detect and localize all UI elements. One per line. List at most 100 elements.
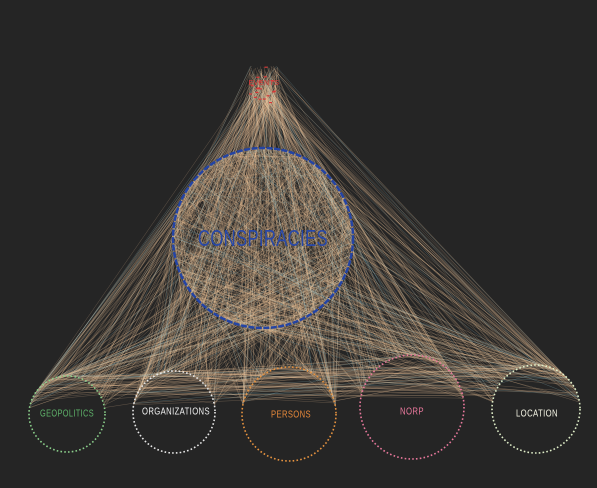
- edge: [211, 311, 556, 370]
- edge: [177, 267, 312, 315]
- edge: [242, 325, 401, 357]
- edge: [173, 168, 322, 228]
- edge: [89, 97, 262, 384]
- edge: [50, 319, 301, 380]
- edge: [346, 270, 371, 377]
- edge: [75, 368, 303, 378]
- edge: [254, 92, 464, 398]
- edge: [137, 278, 183, 393]
- edge: [90, 370, 172, 385]
- edge: [142, 86, 278, 386]
- edge: [333, 182, 341, 285]
- edge: [286, 217, 351, 368]
- edge: [239, 171, 325, 325]
- edge: [259, 147, 580, 402]
- edge: [250, 82, 463, 395]
- cluster-norp[interactable]: NORP: [359, 354, 465, 460]
- edge: [205, 306, 245, 327]
- edge: [194, 179, 342, 283]
- edge: [269, 96, 494, 400]
- edge: [177, 243, 353, 372]
- edge: [299, 155, 362, 397]
- edge: [206, 308, 262, 377]
- edge: [221, 157, 332, 180]
- edge: [209, 372, 267, 392]
- edge: [173, 179, 332, 226]
- edge: [172, 237, 542, 366]
- edge: [344, 200, 501, 384]
- edge: [272, 79, 275, 370]
- hub-label-events: EVENTS: [248, 80, 279, 87]
- hub-events[interactable]: EVENTS: [248, 66, 279, 104]
- edge: [263, 81, 273, 329]
- edge: [134, 173, 327, 400]
- edge: [180, 201, 518, 370]
- edge: [402, 355, 570, 381]
- edge: [275, 96, 354, 235]
- edge: [59, 75, 276, 377]
- edge: [168, 88, 252, 372]
- edge: [178, 161, 311, 207]
- edge: [261, 76, 561, 373]
- edge: [141, 232, 174, 388]
- edge: [265, 147, 551, 368]
- edge: [172, 200, 182, 243]
- edge: [336, 289, 573, 385]
- edge: [173, 228, 243, 326]
- edge: [183, 196, 257, 328]
- edge: [242, 101, 270, 406]
- edge: [245, 279, 343, 327]
- edge: [239, 150, 343, 281]
- edge: [314, 164, 370, 378]
- edge: [205, 385, 577, 393]
- edge: [80, 254, 352, 379]
- cluster-organizations[interactable]: ORGANIZATIONS: [132, 370, 216, 454]
- edge: [285, 150, 524, 367]
- edge: [274, 69, 399, 357]
- edge: [184, 282, 554, 369]
- edge: [184, 281, 292, 324]
- edge: [209, 86, 276, 311]
- edge: [196, 177, 209, 390]
- edge: [177, 148, 275, 266]
- edge: [256, 220, 352, 381]
- edge: [175, 154, 230, 262]
- edge: [243, 74, 277, 403]
- edge: [259, 148, 311, 373]
- edge: [88, 278, 344, 383]
- edge: [174, 148, 271, 219]
- cluster-persons[interactable]: PERSONS: [241, 366, 337, 462]
- edge: [259, 147, 364, 390]
- edge: [292, 322, 580, 400]
- edge: [342, 196, 375, 372]
- edge: [287, 151, 494, 399]
- edge: [250, 190, 340, 328]
- edge: [247, 292, 335, 393]
- edge: [266, 372, 373, 374]
- edge: [188, 322, 294, 374]
- edge: [213, 316, 219, 404]
- edge: [197, 299, 457, 381]
- edge: [179, 181, 334, 204]
- edge: [203, 205, 348, 306]
- edge: [297, 320, 379, 368]
- edge: [264, 327, 423, 357]
- edge: [174, 219, 292, 324]
- edge: [134, 238, 354, 403]
- edge: [349, 214, 547, 367]
- edge: [180, 273, 501, 384]
- edge: [225, 155, 407, 356]
- cluster-location[interactable]: LOCATION: [491, 364, 581, 454]
- edge: [70, 252, 175, 377]
- edge: [313, 312, 560, 372]
- edge: [181, 251, 352, 276]
- edge: [133, 389, 497, 406]
- cluster-conspiracies[interactable]: CONSPIRACIES: [171, 146, 355, 330]
- edge: [238, 151, 463, 396]
- edge: [175, 259, 256, 328]
- edge: [182, 277, 327, 387]
- cluster-geopolitics[interactable]: GEOPOLITICS: [28, 375, 106, 453]
- edge: [79, 317, 222, 379]
- edge: [186, 242, 353, 286]
